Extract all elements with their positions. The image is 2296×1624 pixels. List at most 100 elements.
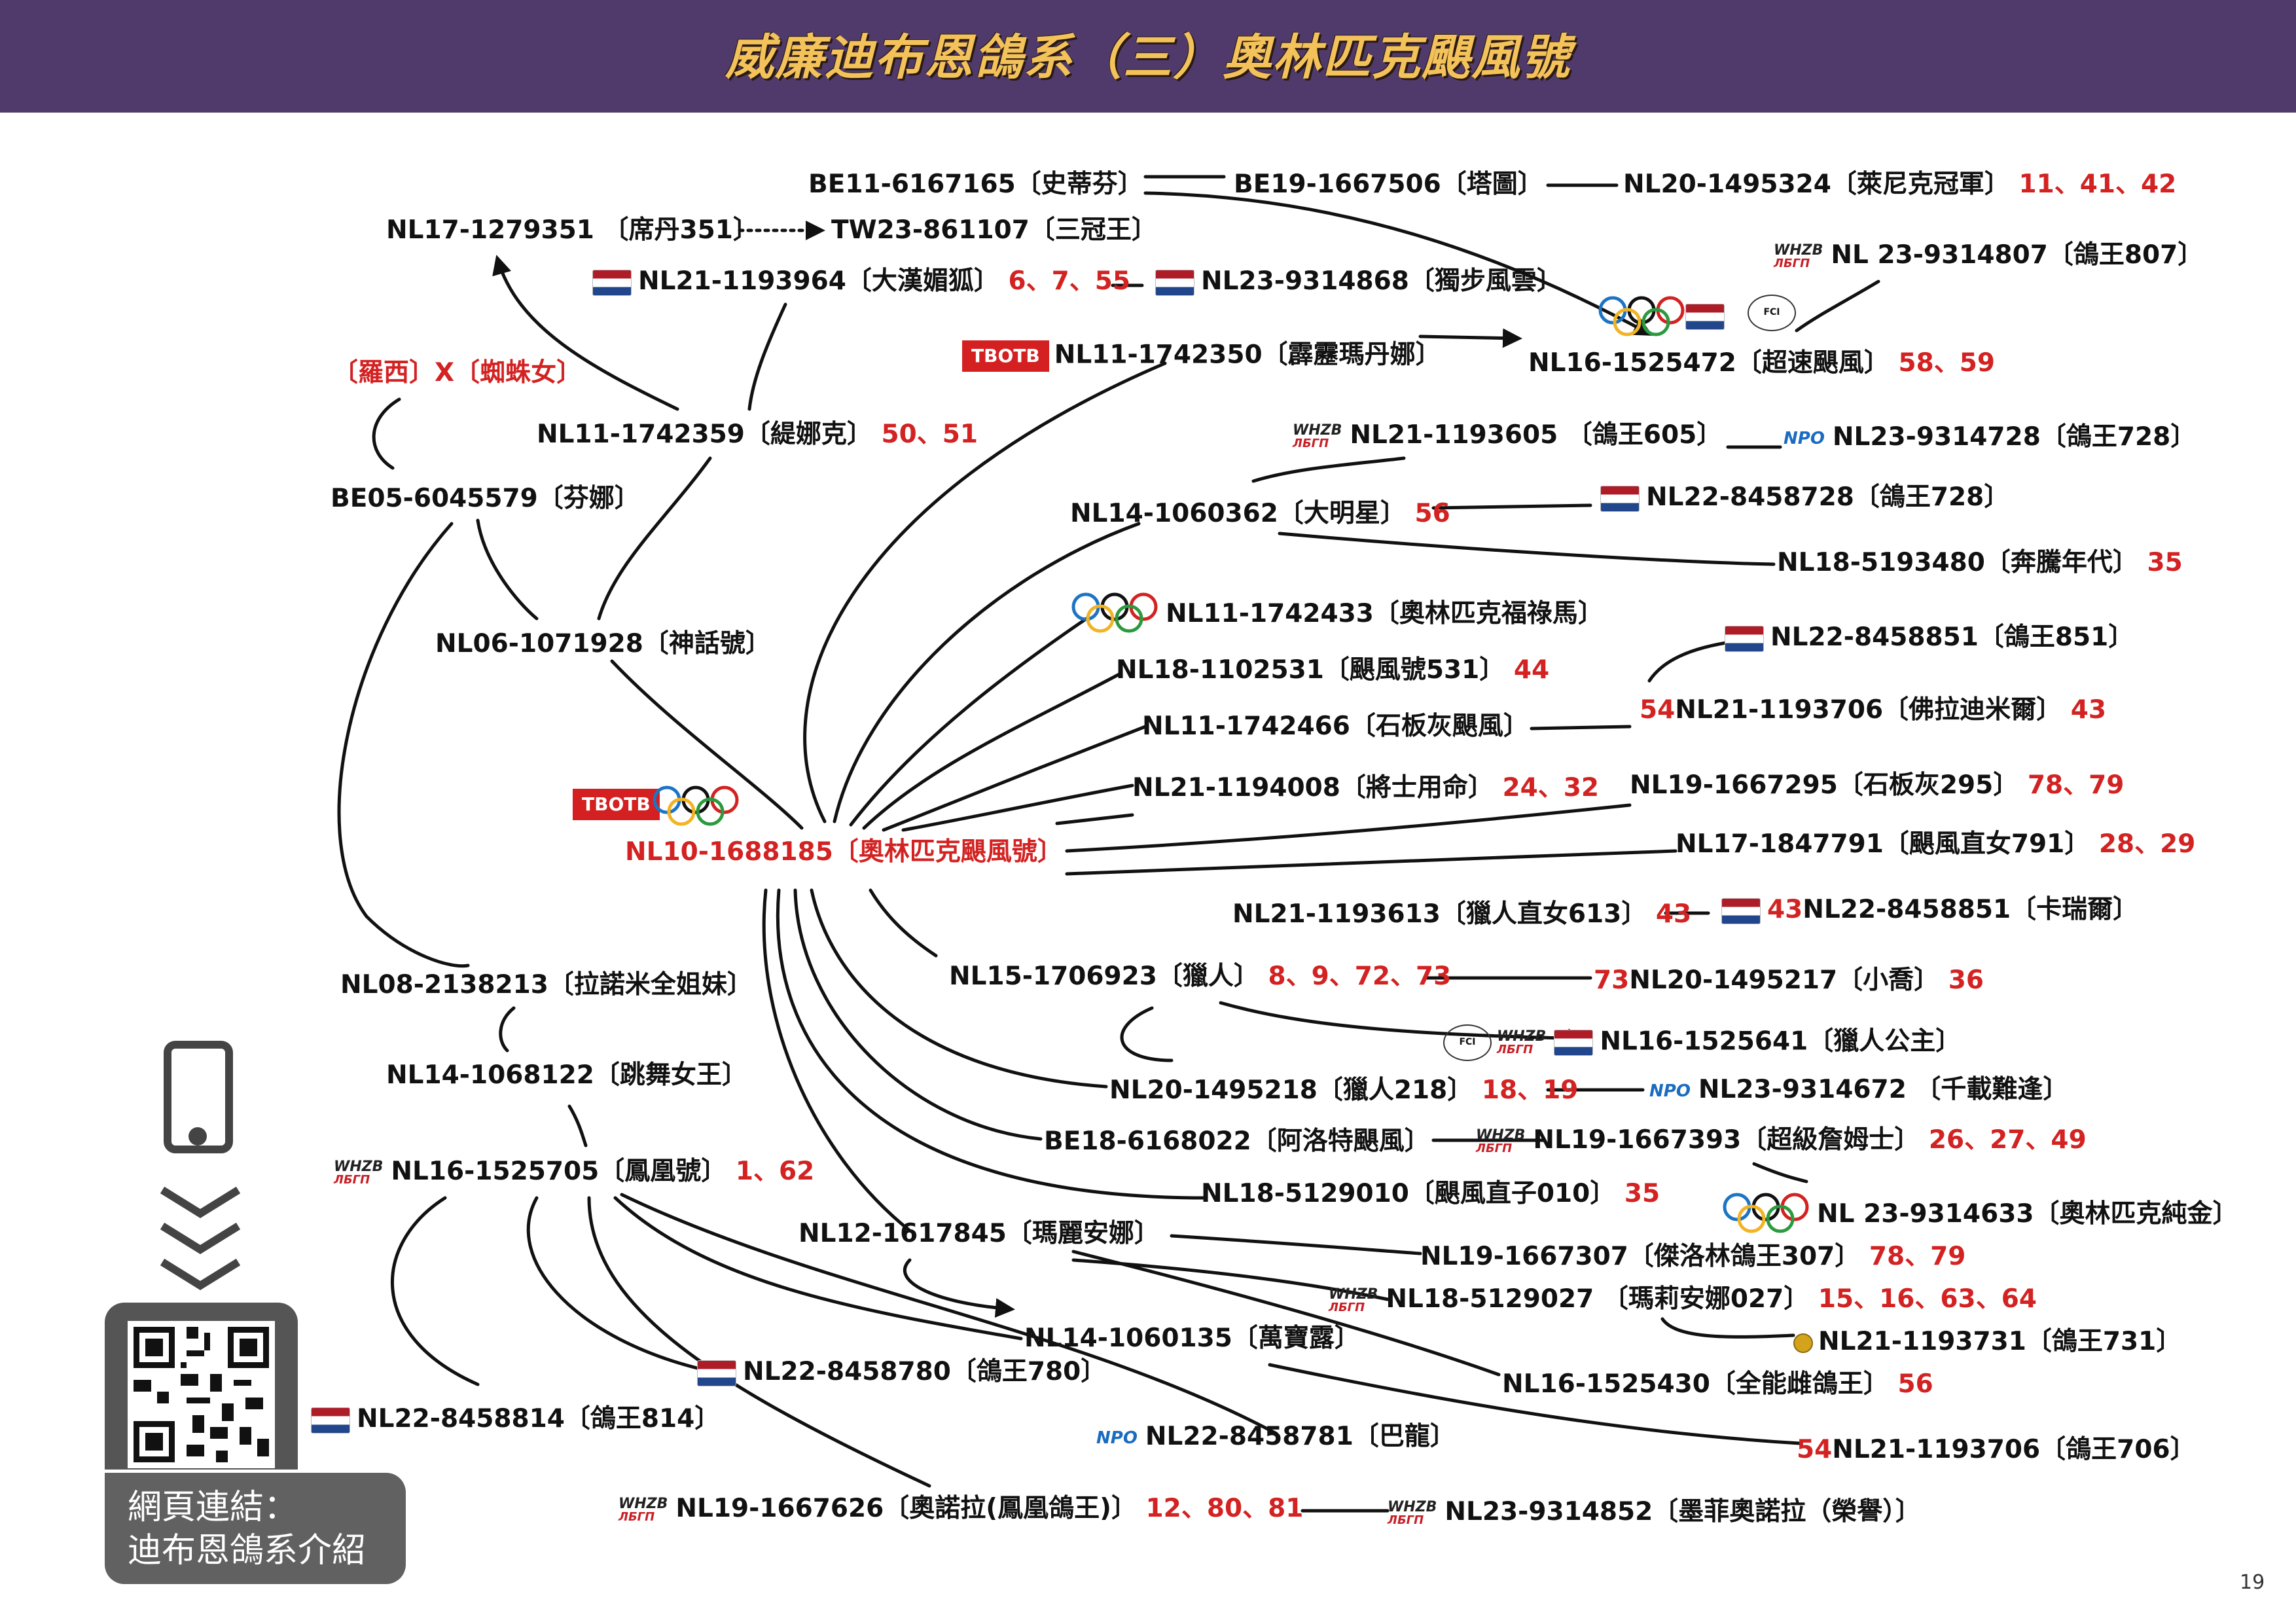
pedigree-node-nl14b: NL14-1068122〔跳舞女王〕 — [386, 1062, 747, 1088]
pedigree-node-be19: BE19-1667506〔塔圖〕 — [1234, 171, 1543, 197]
node-label: NL16-1525472〔超速颶風〕 — [1528, 348, 1890, 378]
line-nl10-nl14a — [833, 522, 1141, 823]
olympic-rings-icon — [1070, 592, 1159, 638]
qr-code-icon[interactable] — [128, 1321, 275, 1468]
npo-logo-icon: NPO — [1096, 1428, 1138, 1448]
pedigree-node-nl22a: NL22-8458728〔鴿王728〕 — [1600, 484, 2009, 512]
pedigree-node-nl18c: NL18-5129010〔颶風直子010〕 35 — [1201, 1181, 1660, 1206]
phone-button-icon — [188, 1127, 207, 1146]
ring-numbers: 1、62 — [726, 1157, 815, 1186]
link-caption-box[interactable] — [105, 1473, 406, 1584]
node-label: NL16-1525705〔鳳凰號〕 — [391, 1157, 727, 1186]
ring-numbers: 36 — [1939, 965, 1984, 995]
ring-numbers: 35 — [2138, 548, 2183, 577]
node-label: NL21-1193964〔大漢媚狐〕 — [638, 266, 999, 296]
chevron-down-icon — [160, 1222, 241, 1255]
netherlands-flag-icon — [1155, 269, 1194, 296]
node-label: NL18-1102531〔颶風號531〕 — [1116, 655, 1505, 685]
ring-numbers: 26、27、49 — [1920, 1125, 2087, 1155]
netherlands-flag-icon — [1685, 303, 1725, 330]
node-label: NL21-1194008〔將士用命〕 — [1132, 773, 1494, 803]
pedigree-node-be05: BE05-6045579〔芬娜〕 — [331, 486, 640, 511]
ring-numbers: 28、29 — [2090, 829, 2196, 859]
line-nl10-nl18c — [776, 888, 1206, 1200]
pedigree-node-nl21a: NL21-1193964〔大漢媚狐〕 6、7、55 — [592, 268, 1130, 296]
line-nl15-nl20c — [1120, 1006, 1174, 1062]
pedigree-node-nl17b: NL17-1847791〔颶風直女791〕 28、29 — [1676, 831, 2195, 857]
fci-logo-icon: FCI — [1443, 1024, 1492, 1061]
line-nl11b-nl06 — [597, 456, 712, 621]
line-nl10-nl15 — [869, 888, 938, 958]
line-nl16c-nl14c — [613, 1196, 1023, 1341]
netherlands-flag-icon — [1721, 897, 1761, 924]
pedigree-node-nl15: NL15-1706923〔獵人〕 8、9、72、73 — [949, 964, 1451, 989]
node-label: NL22-8458780〔鴿王780〕 — [743, 1357, 1107, 1386]
node-label: NL21-1193613〔獵人直女613〕 — [1232, 899, 1647, 929]
ring-numbers: 43 — [2062, 695, 2107, 725]
medal-icon — [1793, 1333, 1813, 1353]
netherlands-flag-icon — [1725, 625, 1764, 652]
olympic-rings-icon — [1597, 296, 1686, 341]
node-label: NL17-1279351 〔席丹351〕 — [386, 215, 759, 245]
pedigree-node-nl20a: NL20-1495324〔萊尼克冠軍〕 11、41、42 — [1623, 171, 2176, 197]
line-nl10-nl20c — [810, 888, 1108, 1089]
ring-prefix: 54 — [1640, 695, 1676, 725]
pedigree-node-luoxi: 〔羅西〕X〔蜘蛛女〕 — [332, 360, 582, 386]
pedigree-node-nl22b: NL22-8458851〔鴿王851〕 — [1725, 624, 2134, 652]
line-nl19b-nl23e — [1752, 1162, 1808, 1183]
ring-numbers: 18、19 — [1473, 1075, 1579, 1105]
line-nl22b-nl21c — [1647, 640, 1736, 683]
node-label: BE18-6168022〔阿洛特颶風〕 — [1044, 1127, 1430, 1156]
node-label: 〔羅西〕X〔蜘蛛女〕 — [332, 358, 583, 388]
pedigree-node-nl14c: NL14-1060135〔萬寶露〕 — [1024, 1326, 1360, 1351]
npo-logo-icon: NPO — [1784, 428, 1825, 448]
pedigree-node-nl06: NL06-1071928〔神話號〕 — [435, 631, 771, 657]
pedigree-node-nl22c: 43NL22-8458851〔卡瑞爾〕 — [1721, 897, 2138, 924]
node-label: NL22-8458851〔鴿王851〕 — [1770, 623, 2134, 652]
pedigree-node-nl20b: 73NL20-1495217〔小喬〕 36 — [1594, 967, 1984, 993]
pedigree-node-nl21e: NL21-1193613〔獵人直女613〕 43 — [1232, 901, 1691, 927]
pedigree-node-nl11b: NL11-1742359〔緹娜克〕 50、51 — [537, 422, 978, 447]
line-nl10-nl17b — [1065, 849, 1677, 876]
badge-group-nl16a — [1597, 296, 1693, 341]
pedigree-node-nl21d: NL21-1194008〔將士用命〕 24、32 — [1132, 775, 1599, 801]
ring-numbers: 50、51 — [872, 420, 978, 449]
link-caption[interactable]: 網頁連結： 迪布恩鴿系介紹 — [128, 1486, 403, 1572]
ring-prefix: 73 — [1594, 965, 1630, 995]
tbotb-badge: TBOTB — [962, 340, 1049, 372]
badge-group-nl16a: FCI — [1748, 295, 1801, 331]
line-nl21d-hub — [1055, 813, 1134, 825]
node-label: NL08-2138213〔拉諾米全姐妹〕 — [340, 970, 753, 1000]
line-nl10-nl18b — [862, 672, 1121, 830]
node-label: NL17-1847791〔颶風直女791〕 — [1676, 829, 2090, 859]
page-title: 威廉迪布恩鴿系（三）奧林匹克颶風號 — [725, 29, 1571, 86]
node-label: NL 23-9314633〔奧林匹克純金〕 — [1817, 1199, 2238, 1229]
line-nl11a-nl16a — [1418, 328, 1522, 348]
line-nl21b-nl14a — [1251, 456, 1406, 483]
node-label: NL14-1060362〔大明星〕 — [1070, 499, 1406, 528]
node-label: NL11-1742359〔緹娜克〕 — [537, 420, 872, 449]
line-nl10-nl11a — [803, 361, 1167, 823]
ring-numbers: 8、9、72、73 — [1259, 962, 1452, 991]
line-nl10-be18 — [793, 888, 1043, 1141]
line-nl23a-nl16a — [1795, 280, 1880, 333]
ring-numbers: 35 — [1615, 1179, 1660, 1208]
node-label: BE11-6167165〔史蒂芬〕 — [808, 170, 1143, 199]
node-label: NL23-9314728〔鴿王728〕 — [1832, 422, 2197, 452]
line-nl10-nl21d — [901, 784, 1134, 832]
olympic-rings-icon — [1721, 1193, 1810, 1238]
line-nl16c-nl22e — [390, 1196, 480, 1386]
ring-numbers: 56 — [1888, 1369, 1933, 1399]
pedigree-node-nl20c: NL20-1495218〔獵人218〕 18、19 — [1109, 1077, 1578, 1103]
node-label: NL21-1193605 〔鴿王605〕 — [1350, 420, 1723, 450]
line-nl21a-nl11b — [747, 302, 787, 411]
